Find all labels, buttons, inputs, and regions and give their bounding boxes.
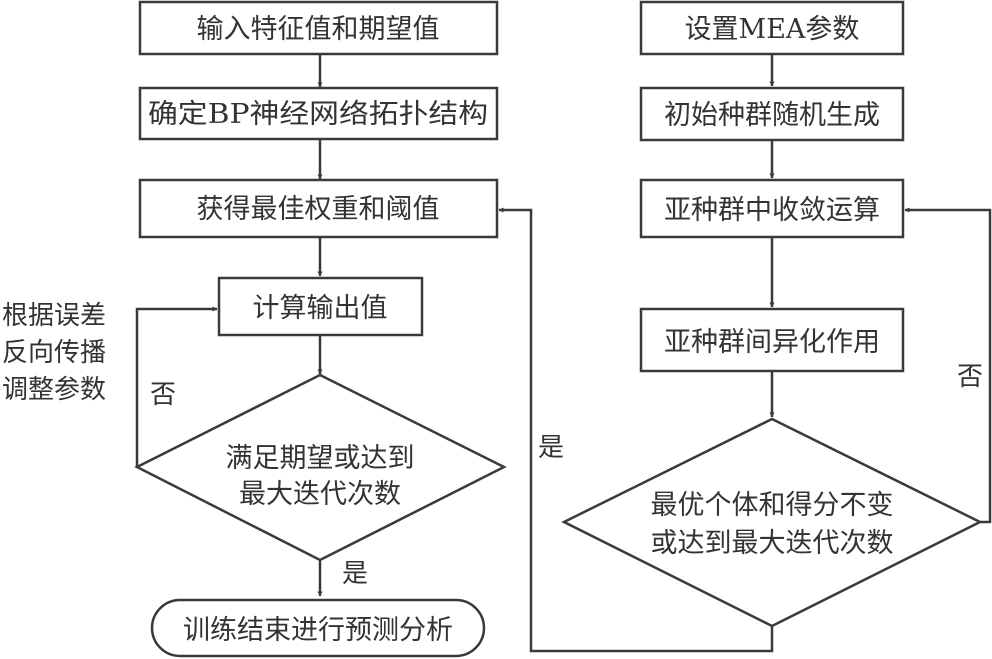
node-dissimilate-label: 亚种群间异化作用	[664, 327, 880, 358]
node-init-pop-label: 初始种群随机生成	[664, 100, 880, 131]
bp-yes-label: 是	[342, 559, 368, 589]
decision-mea-check-line-1: 最优个体和得分不变	[651, 490, 894, 521]
decision-mea-check-shape	[561, 417, 983, 628]
node-end[interactable]: 训练结束进行预测分析	[150, 598, 486, 658]
node-mea-params-label: 设置MEA参数	[685, 14, 860, 45]
backprop-note-line-3: 调整参数	[2, 375, 106, 405]
decision-mea-check-line-2: 或达到最大迭代次数	[651, 528, 894, 559]
bp-no-label: 否	[150, 380, 176, 410]
decision-mea-check[interactable]: 最优个体和得分不变 或达到最大迭代次数	[561, 417, 983, 628]
node-input[interactable]: 输入特征值和期望值	[138, 0, 499, 56]
edge-bp-no-loop	[135, 306, 218, 467]
node-init-pop[interactable]: 初始种群随机生成	[639, 86, 905, 142]
edge-mea-yes-to-weights	[498, 207, 774, 653]
node-end-label: 训练结束进行预测分析	[183, 615, 453, 646]
node-dissimilate-box	[639, 307, 905, 373]
decision-bp-check-line-2: 最大迭代次数	[239, 479, 401, 510]
edge-mea-no-loop	[904, 207, 992, 524]
node-converge[interactable]: 亚种群中收敛运算	[639, 178, 905, 239]
decision-bp-check-line-1: 满足期望或达到	[226, 443, 415, 474]
decision-bp-check[interactable]: 满足期望或达到 最大迭代次数	[134, 373, 507, 562]
node-converge-box	[639, 178, 905, 239]
mea-no-label: 否	[957, 362, 983, 392]
node-end-box	[150, 598, 486, 658]
node-best-weights-box	[138, 178, 499, 239]
bp-flow: 输入特征值和期望值 确定BP神经网络拓扑结构 获得最佳权重和阈值 计算输出值 满…	[2, 0, 507, 658]
node-compute-output-label: 计算输出值	[253, 293, 388, 324]
node-input-box	[138, 0, 499, 56]
node-dissimilate[interactable]: 亚种群间异化作用	[639, 307, 905, 373]
node-converge-label: 亚种群中收敛运算	[664, 195, 880, 226]
node-topology[interactable]: 确定BP神经网络拓扑结构	[138, 86, 499, 141]
node-compute-output[interactable]: 计算输出值	[217, 276, 424, 337]
backprop-note-line-1: 根据误差	[2, 301, 106, 331]
node-best-weights[interactable]: 获得最佳权重和阈值	[138, 178, 499, 239]
node-topology-box	[138, 86, 499, 141]
node-mea-params-box	[639, 0, 905, 56]
mea-yes-label: 是	[538, 433, 564, 463]
backprop-note-line-2: 反向传播	[2, 338, 106, 368]
backprop-note: 根据误差 反向传播 调整参数	[2, 301, 106, 405]
node-mea-params[interactable]: 设置MEA参数	[639, 0, 905, 56]
node-topology-label: 确定BP神经网络拓扑结构	[148, 99, 488, 130]
node-best-weights-label: 获得最佳权重和阈值	[197, 194, 440, 225]
mea-flow: 设置MEA参数 初始种群随机生成 亚种群中收敛运算 亚种群间异化作用 最优个体和…	[498, 0, 992, 653]
node-input-label: 输入特征值和期望值	[197, 14, 440, 45]
